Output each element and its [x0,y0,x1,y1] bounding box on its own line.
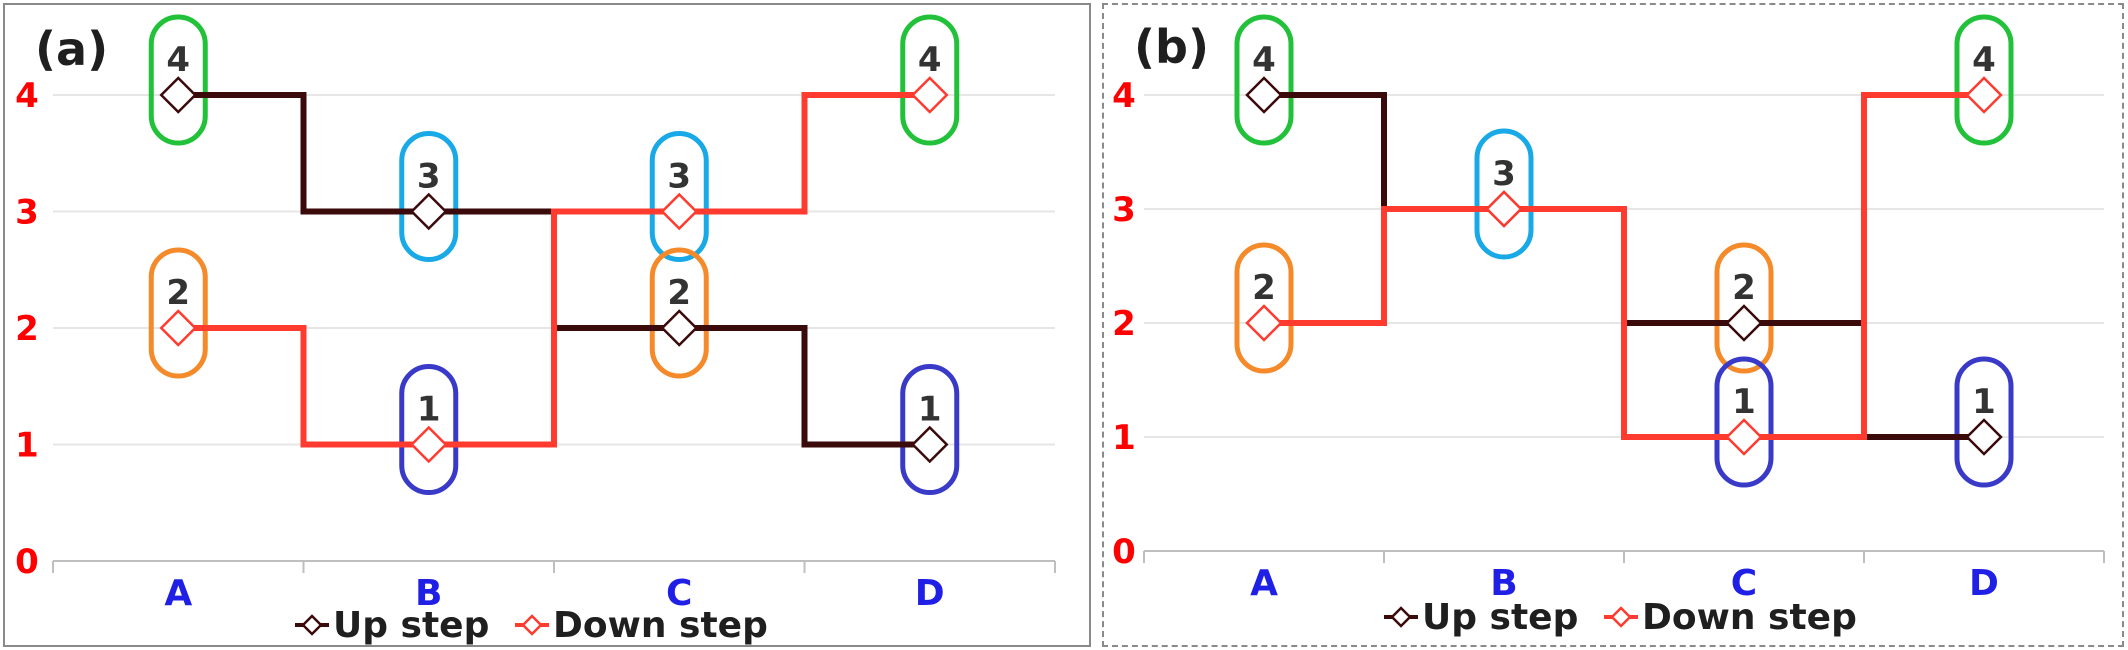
rank-oval-3 [399,131,459,262]
data-point-up-step [159,76,198,114]
rank-number: 4 [166,40,190,80]
legend-marker [1610,606,1632,628]
rank-oval-3 [649,131,709,262]
y-tick-label: 2 [1112,304,1136,344]
data-point-up-step [660,309,699,347]
series-line-down-step [178,92,930,448]
x-tick-label: B [1490,563,1517,604]
rank-oval-1 [1714,356,1774,488]
panel-label: (a) [35,22,108,76]
y-tick-label: 0 [15,542,39,582]
y-tick-label: 0 [1112,532,1136,572]
rank-number: 4 [1252,40,1276,80]
y-tick-label: 1 [15,426,39,466]
rank-oval-4 [148,14,208,146]
rank-annotations: 4 2 3 1 3 2 4 1 [148,14,960,495]
y-tick-label: 1 [1112,418,1136,458]
y-tick-label: 4 [1112,76,1136,116]
legend-marker [301,614,323,636]
x-tick-label: D [1969,563,1999,604]
rank-number: 3 [667,157,691,197]
rank-number: 1 [417,390,441,430]
data-point-down-step [1245,304,1283,342]
legend-label: Down step [1642,597,1857,638]
chart-a-svg: 0 1 2 3 4A B C D 4 2 3 1 3 2 4 1 (a) Up step Down step [15,14,1056,645]
legend-label: Up step [333,605,489,645]
rank-number: 3 [1492,154,1516,194]
legend-marker [521,614,543,636]
rank-annotations: 4 2 3 2 1 4 1 [1234,14,2014,488]
data-point-up-step [409,192,448,231]
x-tick-label: A [164,573,192,614]
rank-oval-4 [1954,14,2014,146]
data-point-up-step [910,425,949,464]
rank-number: 2 [1252,268,1276,308]
rank-oval-4 [900,14,960,146]
data-point-up-step [1725,304,1763,342]
rank-number: 1 [1972,382,1996,422]
data-point-down-step [910,76,949,114]
series-line-down-step [1264,92,1984,440]
data-point-up-step [1245,76,1283,114]
x-tick-label: C [1731,563,1757,604]
legend-marker [1390,606,1412,628]
rank-oval-1 [399,364,459,495]
rank-number: 1 [1732,382,1756,422]
chart-b-svg: 0 1 2 3 4A B C D 4 2 3 2 1 4 1 (b) Up step Down step [1112,14,2105,638]
data-point-down-step [1485,190,1523,228]
rank-oval-2 [148,247,208,379]
x-tick-label: B [415,573,442,614]
y-tick-label: 3 [15,193,39,233]
rank-oval-2 [649,247,709,379]
x-tick-label: C [666,573,692,614]
rank-number: 2 [667,273,691,313]
data-point-down-step [1725,418,1763,456]
rank-number: 1 [918,390,942,430]
legend-label: Down step [553,605,768,645]
data-point-down-step [1965,76,2003,114]
y-tick-label: 3 [1112,190,1136,230]
panel-label: (b) [1134,20,1209,74]
legend-label: Up step [1422,597,1578,638]
y-tick-label: 4 [15,76,39,116]
data-point-down-step [660,192,699,231]
rank-oval-3 [1474,128,1534,260]
y-tick-label: 2 [15,309,39,349]
rank-number: 4 [1972,40,1996,80]
rank-number: 4 [918,40,942,80]
rank-oval-1 [900,364,960,495]
rank-oval-2 [1234,242,1294,374]
rank-oval-1 [1954,356,2014,488]
data-point-down-step [159,309,198,347]
rank-number: 2 [1732,268,1756,308]
x-tick-label: A [1250,563,1278,604]
rank-number: 3 [417,157,441,197]
data-point-down-step [409,425,448,464]
rank-number: 2 [166,273,190,313]
data-point-up-step [1965,418,2003,456]
rank-oval-2 [1714,242,1774,374]
x-tick-label: D [915,573,945,614]
rank-oval-4 [1234,14,1294,146]
